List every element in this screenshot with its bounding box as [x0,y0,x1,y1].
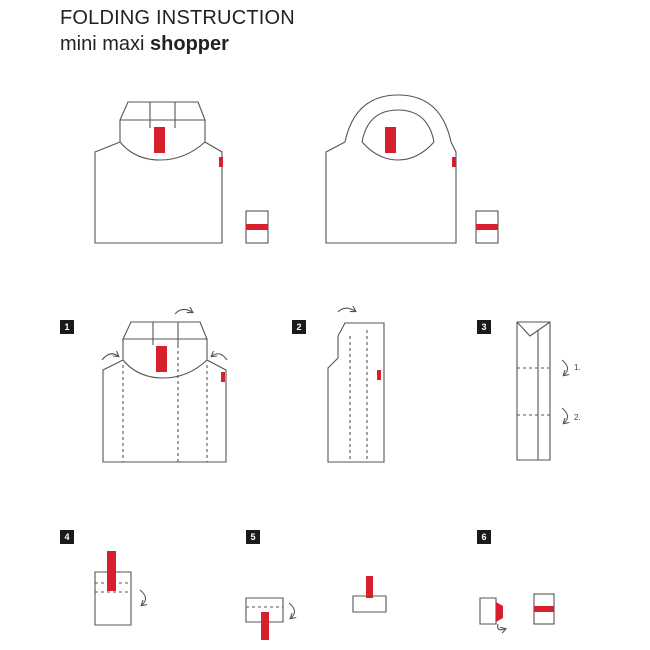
step-6-illustration [479,597,505,630]
step-5-badge: 5 [246,530,260,544]
fold-annotation-2: 2. [574,413,581,422]
step-5-illustration [245,597,295,640]
step-4-illustration [94,551,146,626]
step-1-illustration [101,309,228,463]
bag-open-view [325,94,457,244]
step-3-illustration: 1. 2. [516,321,581,461]
step-4-badge: 4 [60,530,74,544]
step-5b-illustration [352,576,387,613]
fold-annotation-1: 1. [574,363,581,372]
subtitle-product-name: shopper [150,33,229,55]
step-1-badge: 1 [60,320,74,334]
handle-tag-icon [154,127,165,153]
page-subtitle: mini maxi shopper [60,33,229,56]
step-2-illustration [327,308,385,463]
subtitle-product-line: mini maxi [60,33,151,55]
step-2-badge: 2 [292,320,306,334]
pouch-icon [533,593,555,625]
bag-front-view [94,101,223,244]
page-title: FOLDING INSTRUCTION [60,7,295,29]
pouch-icon [245,210,269,244]
step-3-badge: 3 [477,320,491,334]
pouch-icon [475,210,499,244]
handle-tag-icon [385,127,396,153]
step-6-badge: 6 [477,530,491,544]
